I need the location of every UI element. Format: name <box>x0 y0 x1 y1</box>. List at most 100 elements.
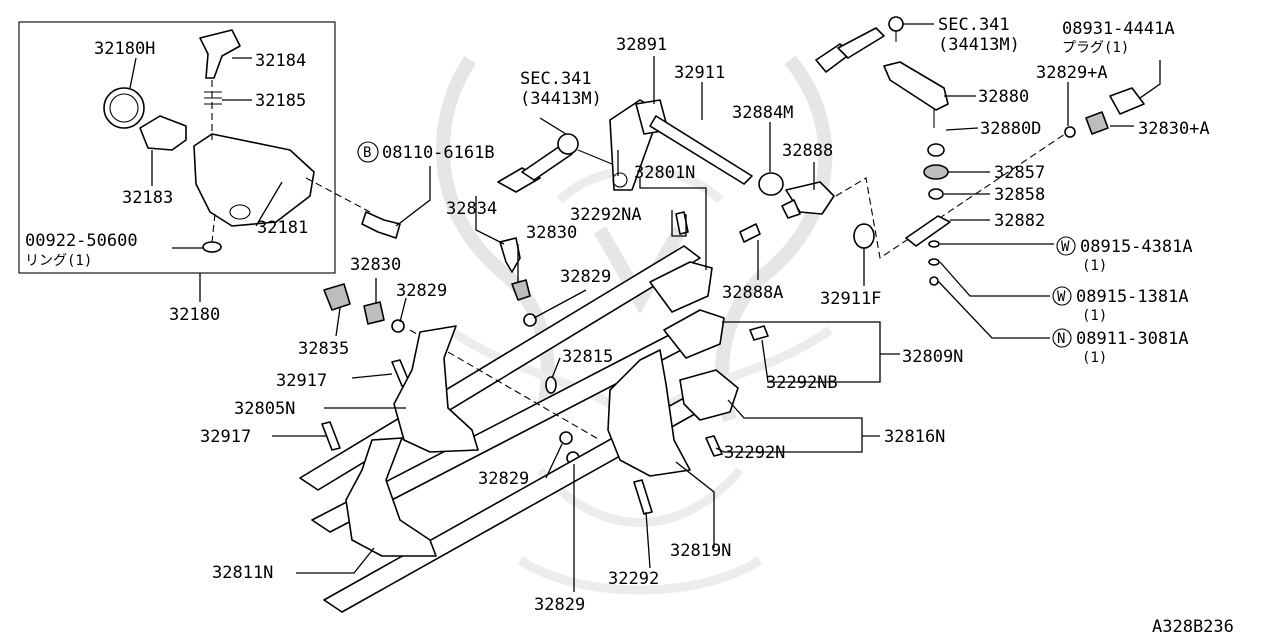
label-32809n: 32809N <box>902 347 963 367</box>
pin-32292 <box>633 479 653 515</box>
label-32816n: 32816N <box>884 427 945 447</box>
bracket-32183 <box>139 115 187 151</box>
shift-fork-32819n <box>607 349 691 477</box>
shift-rod-upper <box>299 245 701 491</box>
plug-32834 <box>499 237 521 273</box>
label-32880d: 32880D <box>980 119 1041 139</box>
cable-rod-left <box>577 149 613 165</box>
label-32830-plus-a: 32830+A <box>1138 119 1210 139</box>
label-08915-4381a: 08915-4381A <box>1080 237 1193 257</box>
ball-32829-b <box>523 313 537 327</box>
lever-32184 <box>199 29 241 79</box>
label-08110-6161b: 08110-6161B <box>382 143 495 163</box>
label-32292n: 32292N <box>724 443 785 463</box>
part-labels: 32180H 32184 32185 32183 32181 00922-506… <box>25 15 1234 637</box>
marker-n <box>1052 328 1072 348</box>
housing-bore <box>229 204 251 220</box>
label-32830-a: 32830 <box>526 223 577 243</box>
label-32801n: 32801N <box>634 163 695 183</box>
pin-32815 <box>545 376 557 394</box>
spring-32185 <box>204 91 222 105</box>
o-ring-inner <box>109 93 139 123</box>
rod-eye <box>612 172 628 188</box>
label-plug-note: プラグ(1) <box>1062 40 1129 56</box>
inset-box <box>18 21 336 274</box>
label-32830-b: 32830 <box>350 255 401 275</box>
label-00922-50600: 00922-50600 <box>25 231 138 251</box>
label-32880: 32880 <box>978 87 1029 107</box>
rod-32911 <box>649 115 753 185</box>
spring-32830a <box>1085 111 1109 135</box>
spring-32830-b <box>363 301 385 325</box>
label-32805n: 32805N <box>234 399 295 419</box>
fork-32801n <box>649 261 713 313</box>
label-32292nb: 32292NB <box>766 373 838 393</box>
label-32292: 32292 <box>608 569 659 589</box>
shift-fork-32805n <box>393 325 479 453</box>
linkage-dash <box>835 131 1069 259</box>
part-drawings <box>103 16 1145 613</box>
pin-32292n <box>705 435 723 457</box>
label-34413m-left: (34413M) <box>520 89 602 109</box>
label-32185: 32185 <box>255 91 306 111</box>
marker-b-letter: B <box>363 145 371 161</box>
bushing-32884m <box>758 172 784 196</box>
fork-32809n <box>663 309 725 359</box>
label-32834: 32834 <box>446 199 497 219</box>
shift-fork-32811n <box>345 437 437 557</box>
washer-32858 <box>928 188 944 200</box>
label-32183: 32183 <box>122 188 173 208</box>
label-qty-1-a: (1) <box>1082 258 1107 274</box>
pin-32292na <box>675 211 689 235</box>
label-32811n: 32811N <box>212 563 273 583</box>
label-32857: 32857 <box>994 163 1045 183</box>
label-32917-b: 32917 <box>200 427 251 447</box>
watermark-emblem <box>435 55 833 595</box>
label-sec341-right: SEC.341 <box>938 15 1010 35</box>
label-32917-a: 32917 <box>276 371 327 391</box>
marker-b <box>357 141 379 163</box>
label-qty-1-c: (1) <box>1082 350 1107 366</box>
label-08931-4441a: 08931-4441A <box>1062 19 1175 39</box>
inset-dash <box>211 80 216 243</box>
leader-lines <box>129 23 1161 592</box>
bush-32911f <box>853 223 875 249</box>
label-32180: 32180 <box>169 305 220 325</box>
label-32819n: 32819N <box>670 541 731 561</box>
arm-32880 <box>883 61 949 111</box>
label-32829-d: 32829 <box>534 595 585 615</box>
label-32181: 32181 <box>257 218 308 238</box>
clip-32888 <box>781 199 801 219</box>
pin-32888a <box>739 223 761 243</box>
plug-08931 <box>1109 87 1145 115</box>
label-32815: 32815 <box>562 347 613 367</box>
label-sec341-left: SEC.341 <box>520 69 592 89</box>
label-32882: 32882 <box>994 211 1045 231</box>
washer-08915-4381a <box>928 240 940 248</box>
label-32835: 32835 <box>298 339 349 359</box>
label-32911: 32911 <box>674 63 725 83</box>
marker-w-1 <box>1056 236 1076 256</box>
label-32180h: 32180H <box>94 39 155 59</box>
label-32184: 32184 <box>255 51 306 71</box>
label-32891: 32891 <box>616 35 667 55</box>
label-ring-note: リング(1) <box>25 253 92 269</box>
bolt-08110 <box>361 211 401 239</box>
label-32858: 32858 <box>994 185 1045 205</box>
diagram-code: A328B236 <box>1152 617 1234 637</box>
marker-n-letter: N <box>1057 331 1065 347</box>
cable-joint-left <box>557 133 579 155</box>
label-qty-1-b: (1) <box>1082 308 1107 324</box>
ball-32829-a <box>391 319 405 333</box>
label-32888: 32888 <box>782 141 833 161</box>
label-34413m-right: (34413M) <box>938 35 1020 55</box>
ball-32829-c <box>559 431 573 445</box>
fork-32816n <box>679 369 739 421</box>
label-32292na: 32292NA <box>570 205 642 225</box>
cable-body-right <box>837 27 885 59</box>
ball-32829a <box>1064 126 1076 138</box>
cable-joint-right <box>888 16 904 32</box>
label-08911-3081a: 08911-3081A <box>1076 329 1189 349</box>
